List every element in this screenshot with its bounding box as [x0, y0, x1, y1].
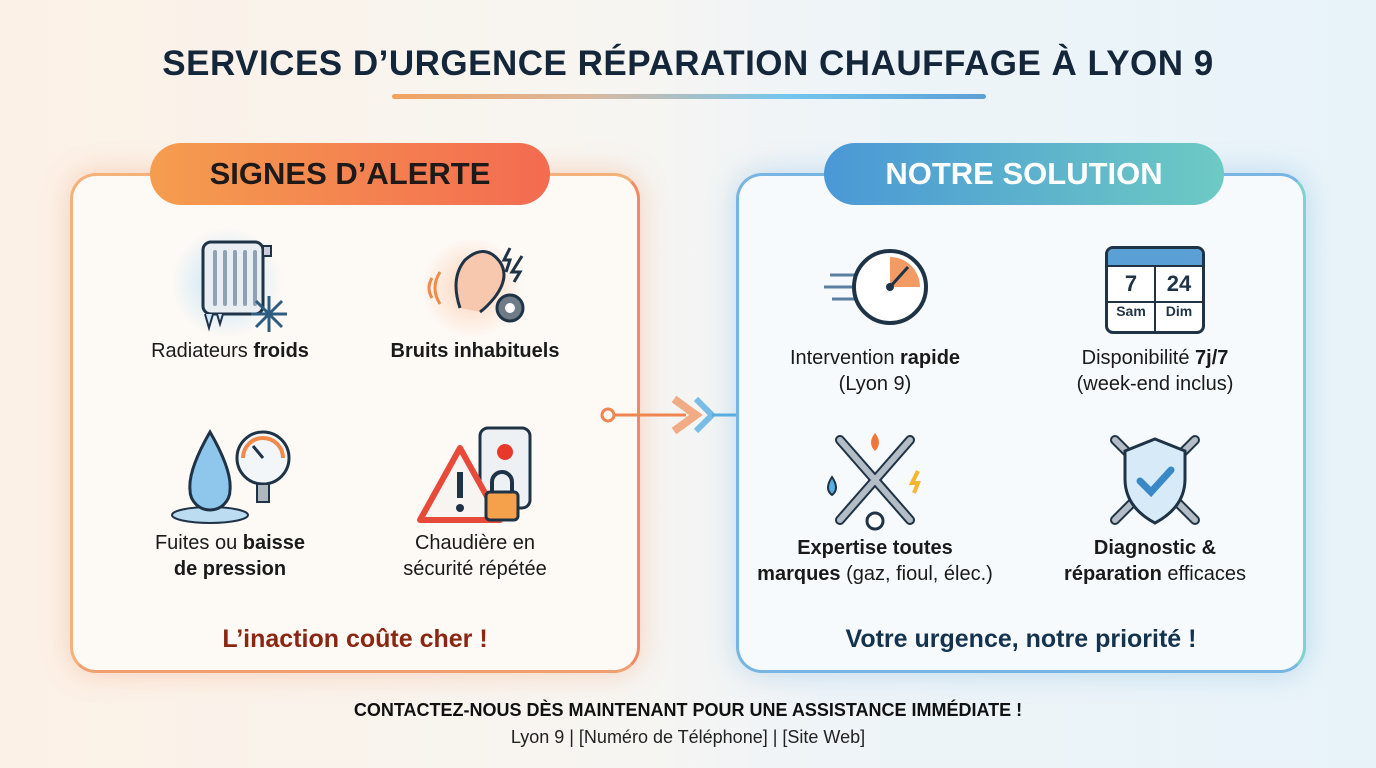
stopwatch-speed-icon: [810, 235, 940, 345]
warning-signs-heading: SIGNES D’ALERTE: [150, 143, 550, 205]
ear-noise-icon: [410, 228, 540, 338]
page-title: SERVICES D’URGENCE RÉPARATION CHAUFFAGE …: [162, 44, 1214, 83]
solution-item-fast-intervention: Intervention rapide(Lyon 9): [755, 235, 995, 397]
solution-panel: [736, 173, 1306, 673]
calendar-icon: 7 Sam 24 Dim: [1090, 235, 1220, 345]
warning-signs-panel: [70, 173, 640, 673]
frozen-radiator-icon: [165, 228, 295, 338]
leak-pressure-gauge-icon: [165, 420, 295, 530]
shield-check-wrenches-icon: [1090, 425, 1220, 535]
boiler-lock-warning-icon: [410, 420, 540, 530]
warning-item-cold-radiators: Radiateurs froids: [110, 228, 350, 364]
contact-info: Lyon 9 | [Numéro de Téléphone] | [Site W…: [510, 727, 866, 747]
warning-tagline: L’inaction coûte cher !: [222, 625, 488, 653]
solution-tagline: Votre urgence, notre priorité !: [845, 625, 1197, 653]
crossed-wrenches-icon: [810, 425, 940, 535]
title-underline: [392, 94, 986, 99]
solution-item-availability: 7 Sam 24 Dim Disponibilité 7j/7(week-end…: [1035, 235, 1275, 397]
solution-item-diagnostic: Diagnostic &réparation efficaces: [1035, 425, 1275, 587]
call-to-action: CONTACTEZ-NOUS DÈS MAINTENANT POUR UNE A…: [353, 700, 1023, 720]
solution-heading: NOTRE SOLUTION: [824, 143, 1224, 205]
warning-item-unusual-noise: Bruits inhabituels: [355, 228, 595, 364]
